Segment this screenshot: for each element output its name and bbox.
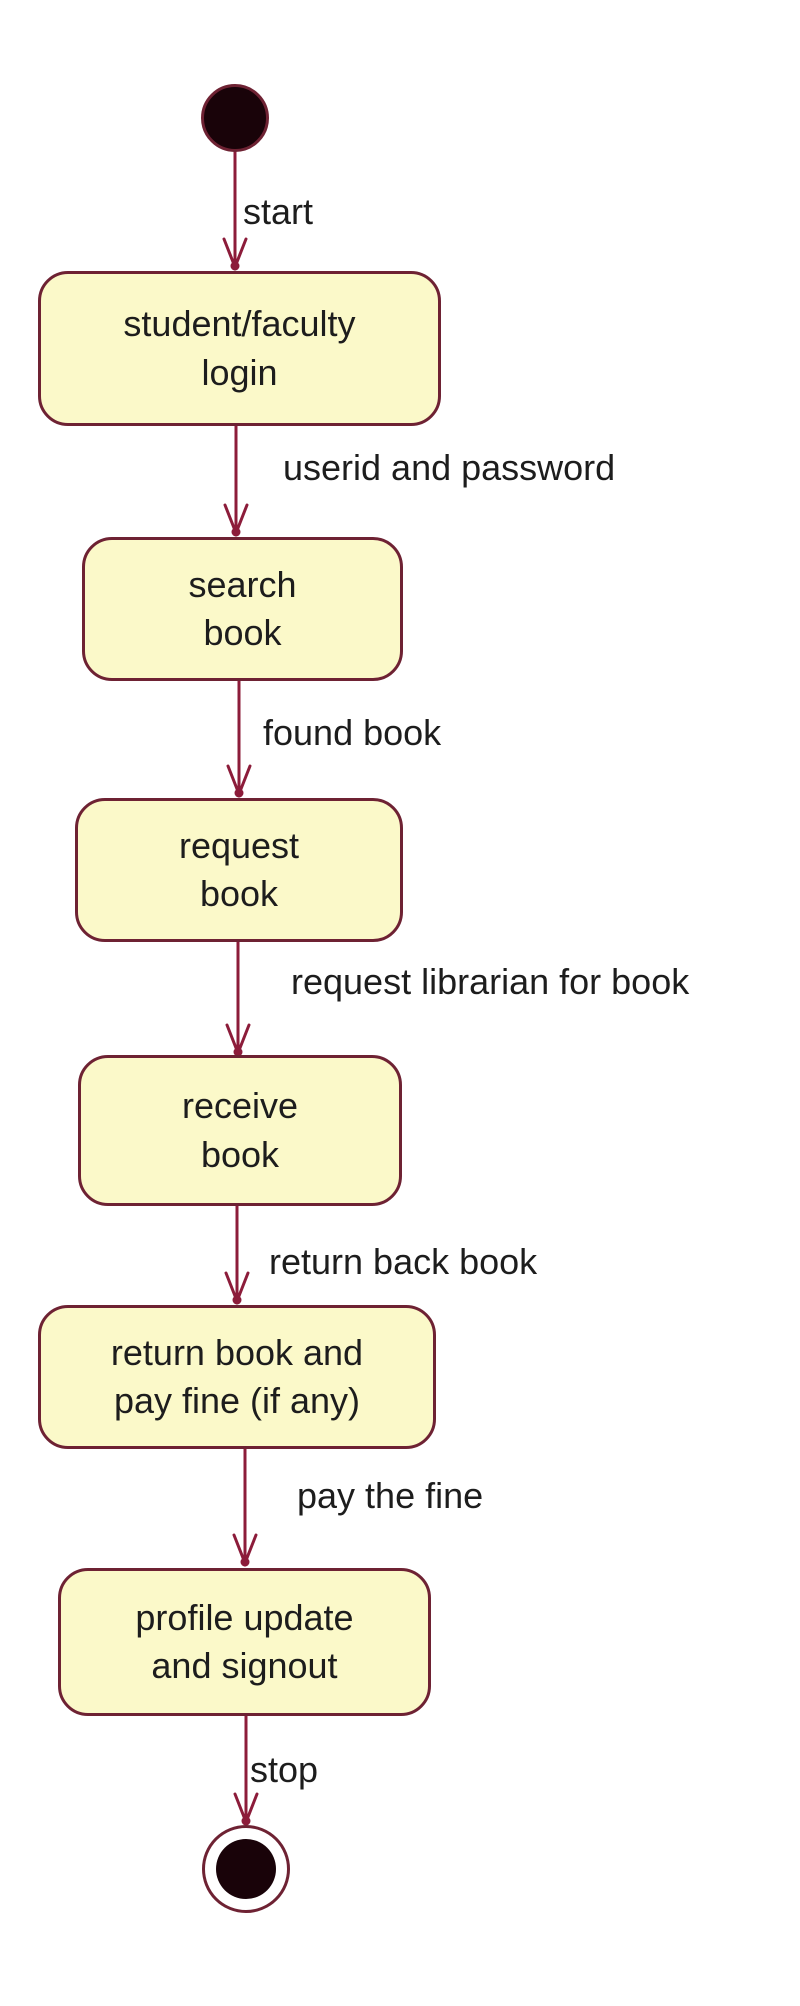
activity-node-label: search book xyxy=(188,563,297,653)
edge-label-stop: stop xyxy=(250,1749,319,1790)
activity-node-search-book[interactable]: search book xyxy=(82,537,403,681)
edge-label-pay-the-fine: pay the fine xyxy=(297,1475,484,1516)
edge-label-request-librarian: request librarian for book xyxy=(291,961,690,1002)
edge-receive-to-return xyxy=(224,1200,250,1306)
edge-label-return-back-book: return back book xyxy=(269,1241,538,1282)
edge-search-to-request xyxy=(226,675,252,799)
activity-node-label: student/faculty login xyxy=(123,303,356,393)
activity-node-profile-update[interactable]: profile update and signout xyxy=(58,1568,431,1716)
edge-profile-to-stop xyxy=(233,1710,259,1827)
activity-node-label: profile update and signout xyxy=(135,1596,354,1686)
edge-request-to-receive xyxy=(225,936,251,1058)
activity-node-label: receive book xyxy=(181,1085,299,1175)
activity-node-label: request book xyxy=(178,824,300,914)
edge-start-to-login xyxy=(222,150,248,272)
activity-node-request-book[interactable]: request book xyxy=(75,798,403,942)
activity-node-return-book[interactable]: return book and pay fine (if any) xyxy=(38,1305,436,1449)
edge-label-start: start xyxy=(243,191,314,232)
start-node[interactable] xyxy=(201,84,269,152)
activity-node-receive-book[interactable]: receive book xyxy=(78,1055,402,1206)
edge-label-found-book: found book xyxy=(263,712,442,753)
edge-return-to-profile xyxy=(232,1443,258,1568)
edge-label-userid-password: userid and password xyxy=(283,447,616,488)
end-node[interactable] xyxy=(202,1825,290,1913)
edge-login-to-search xyxy=(223,420,249,538)
end-node-inner-circle xyxy=(216,1839,276,1899)
activity-node-login[interactable]: student/faculty login xyxy=(38,271,441,426)
activity-node-label: return book and pay fine (if any) xyxy=(110,1331,364,1421)
